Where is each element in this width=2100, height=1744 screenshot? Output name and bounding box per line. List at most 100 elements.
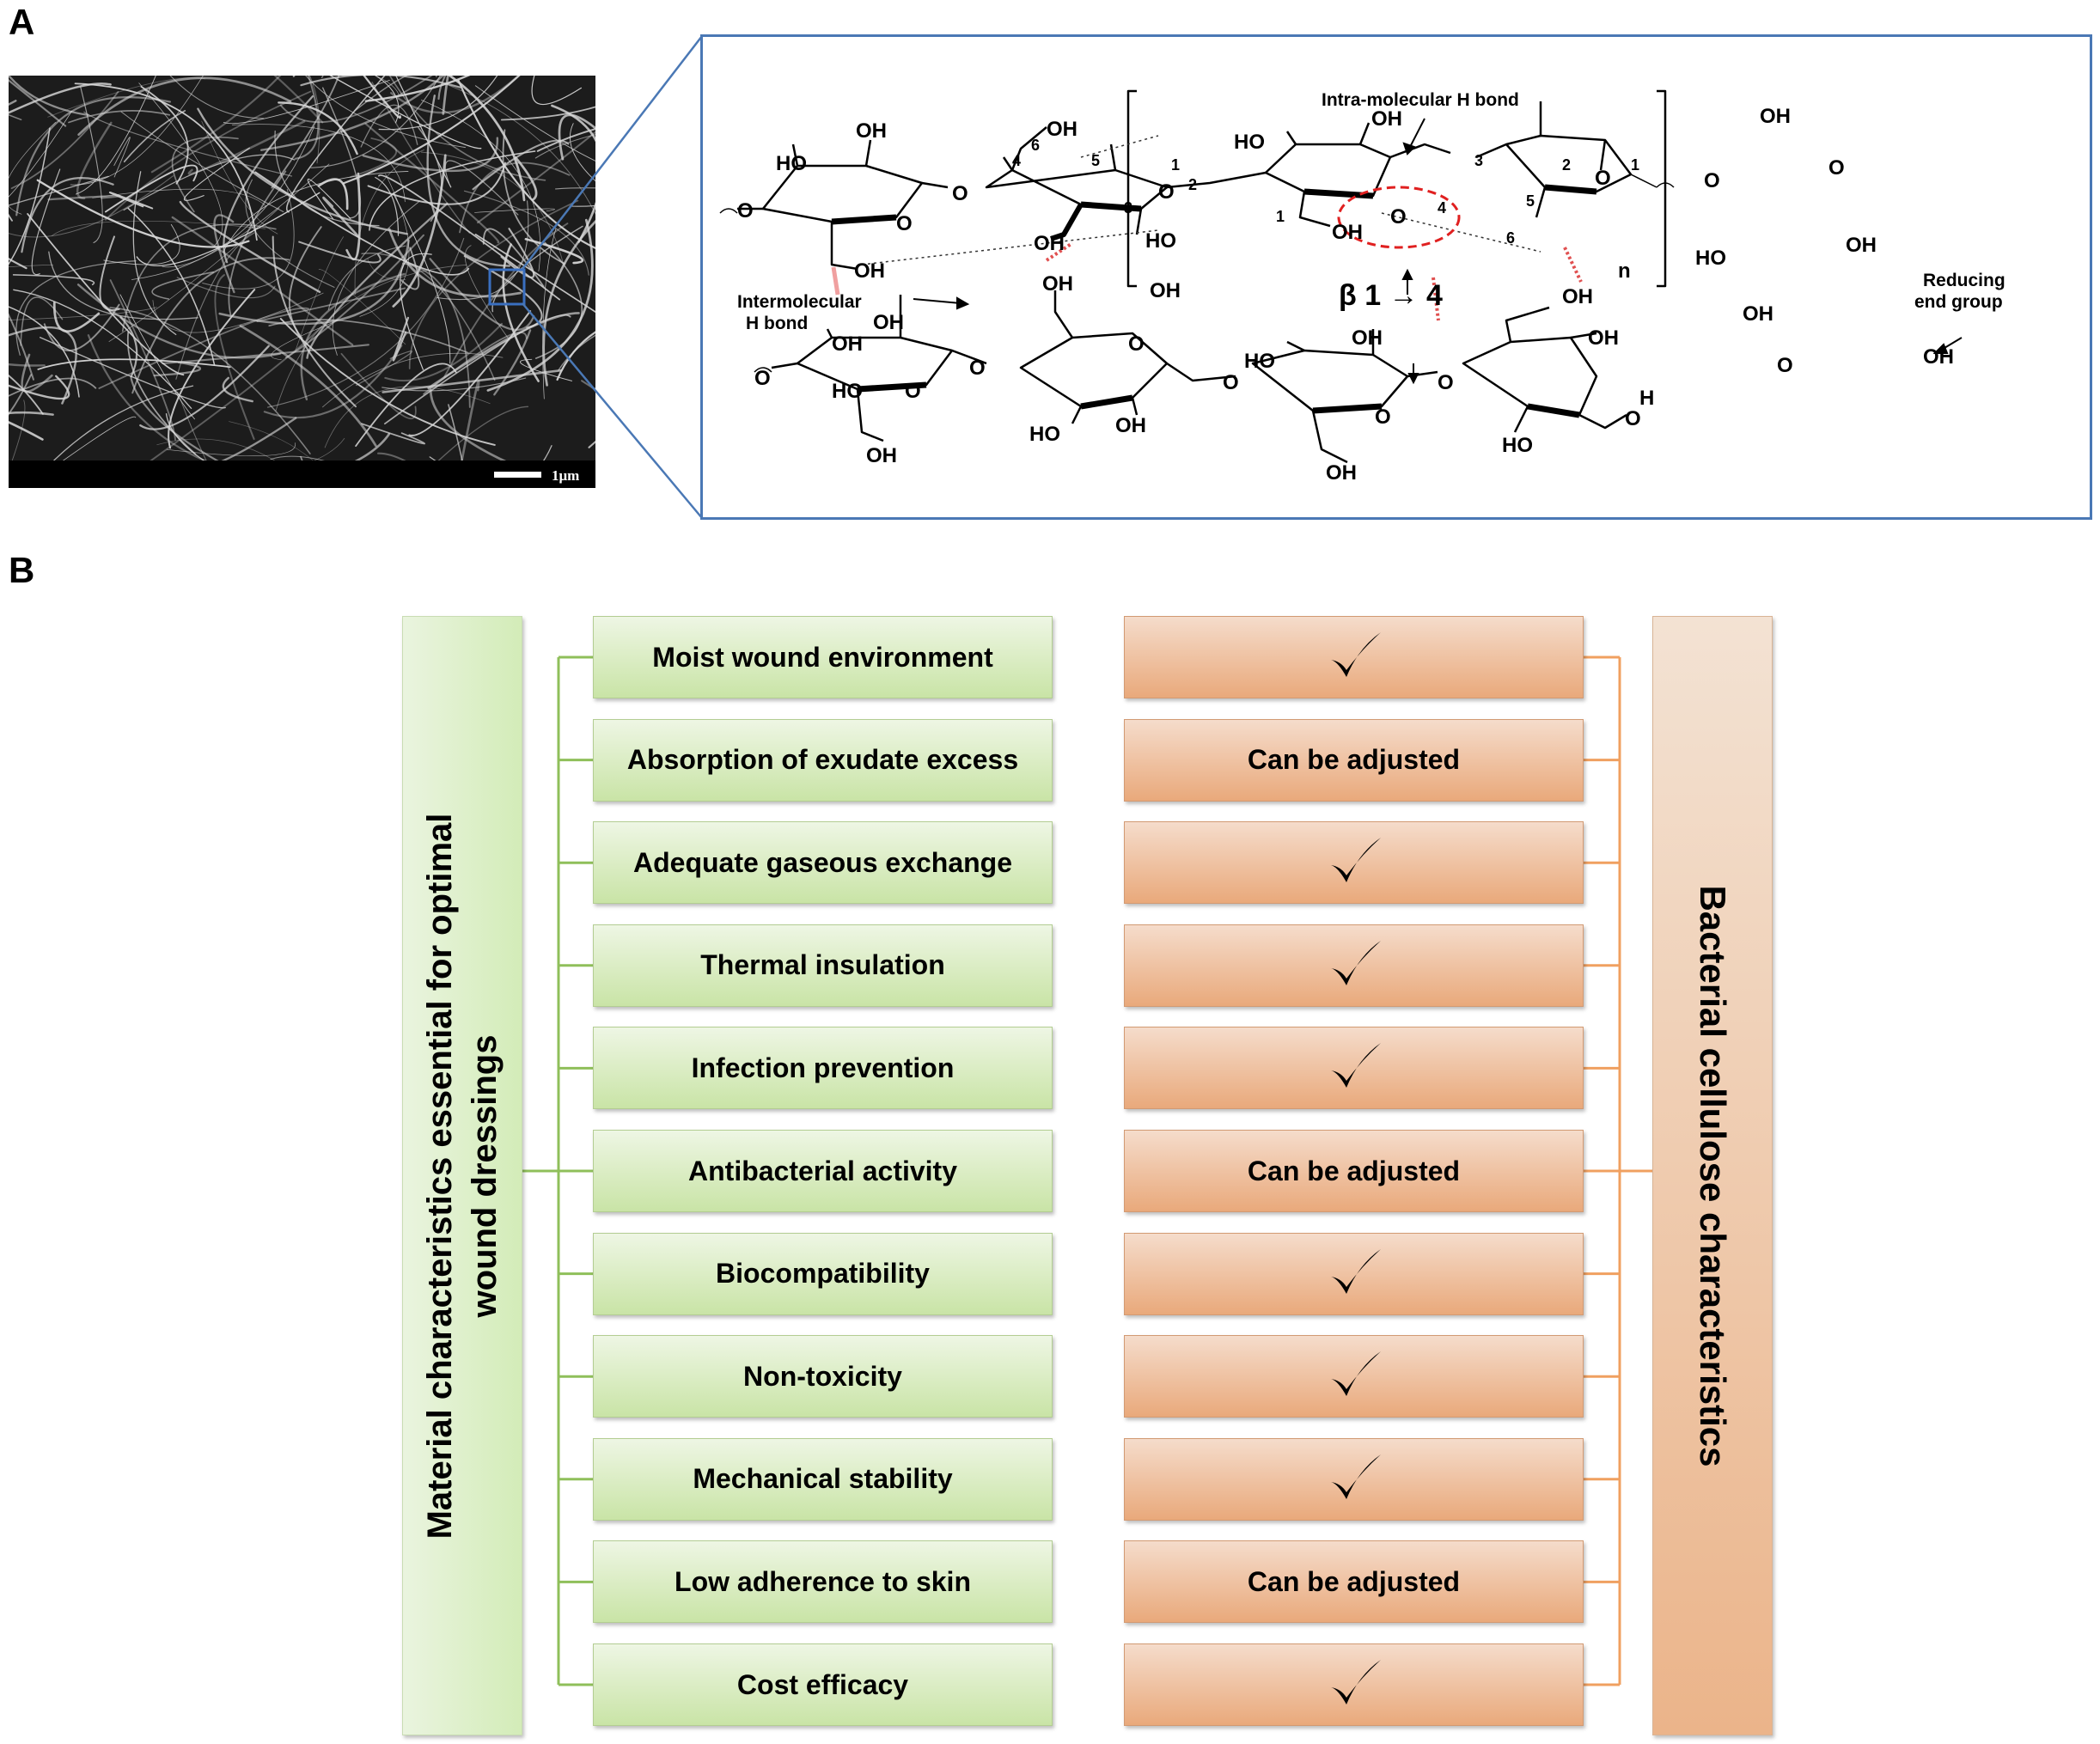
checkmark-icon xyxy=(1330,1660,1381,1704)
carbon-number: 1 xyxy=(1171,156,1180,174)
o-group: O xyxy=(896,212,913,235)
carbon-number: 4 xyxy=(1012,152,1021,169)
oh-group: OH xyxy=(1047,118,1077,141)
carbon-number: 2 xyxy=(1562,156,1571,174)
oh-group: OH xyxy=(854,259,885,283)
characteristic-box: Moist wound environment xyxy=(593,616,1053,698)
left-bar-title-line1: Material characteristics essential for o… xyxy=(421,813,459,1539)
checkmark-icon xyxy=(1330,838,1381,883)
o-group: O xyxy=(952,182,968,205)
o-group: O xyxy=(1390,205,1407,229)
characteristic-box: Absorption of exudate excess xyxy=(593,718,1053,802)
o-group: O xyxy=(969,357,986,380)
checkmark-icon xyxy=(1330,1351,1381,1397)
carbon-number: 6 xyxy=(1031,137,1040,154)
carbon-number: 1 xyxy=(1631,156,1639,174)
inter-hbond-label-line1: Intermolecular xyxy=(737,292,862,312)
o-group: O xyxy=(1128,332,1145,356)
o-group: O xyxy=(1595,167,1611,190)
bc-status-box: Can be adjusted xyxy=(1124,718,1584,802)
sem-scale-label: 1μm xyxy=(552,467,579,484)
bc-status-box xyxy=(1124,1643,1584,1726)
cellulose-structure-panel: Intra-molecular H bond Intermolecular H … xyxy=(700,34,2092,520)
beta-linkage-label: β 1 → 4 xyxy=(1339,279,1443,312)
cellulose-structure-diagram: Intra-molecular H bond Intermolecular H … xyxy=(719,89,2005,485)
oh-group: OH xyxy=(1326,461,1357,485)
carbon-number: 4 xyxy=(1438,199,1446,216)
oh-group: OH xyxy=(1150,279,1181,302)
sem-micrograph: 1μm xyxy=(9,76,595,488)
ho-group: HO xyxy=(1244,350,1275,373)
oh-group: OH xyxy=(1588,326,1619,350)
bc-status-box xyxy=(1124,1027,1584,1110)
ho-group: HO xyxy=(1502,434,1533,457)
carbon-number: 5 xyxy=(1091,152,1100,169)
checkmark-icon xyxy=(1330,1454,1381,1499)
checkmark-icon xyxy=(1330,632,1381,677)
oh-group: OH xyxy=(1846,234,1877,257)
reducing-end-label-line2: end group xyxy=(1914,292,2003,312)
carbon-number: 2 xyxy=(1188,176,1197,193)
oh-group: OH xyxy=(856,119,887,143)
characteristic-box: Thermal insulation xyxy=(593,924,1053,1007)
left-bar-title: Material characteristics essential for o… xyxy=(418,813,507,1539)
bc-status-box xyxy=(1124,616,1584,698)
checkmark-icon xyxy=(1330,1043,1381,1088)
characteristic-box: Biocompatibility xyxy=(593,1232,1053,1315)
oh-group: OH xyxy=(1371,107,1402,131)
ho-group: HO xyxy=(1145,229,1176,253)
zoom-region-marker xyxy=(488,268,526,306)
oh-group: OH xyxy=(866,444,897,467)
checkmark-icon xyxy=(1330,1248,1381,1294)
characteristic-box: Low adherence to skin xyxy=(593,1540,1053,1624)
o-group: O xyxy=(1704,169,1720,192)
characteristic-box: Adequate gaseous exchange xyxy=(593,821,1053,905)
o-group: O xyxy=(905,380,921,403)
ho-group: HO xyxy=(776,152,807,175)
ho-group: HO xyxy=(832,380,863,403)
bc-status-box xyxy=(1124,821,1584,905)
oh-group: OH xyxy=(1034,232,1065,255)
o-group: O xyxy=(754,367,771,390)
bc-status-box xyxy=(1124,924,1584,1007)
ho-group: HO xyxy=(1695,247,1726,270)
characteristic-box: Antibacterial activity xyxy=(593,1130,1053,1212)
carbon-number: 3 xyxy=(1474,152,1483,169)
bc-status-box xyxy=(1124,1437,1584,1521)
oh-group: OH xyxy=(1743,302,1773,326)
o-group: O xyxy=(1375,406,1391,429)
checkmark-icon xyxy=(1330,940,1381,985)
bc-status-box: Can be adjusted xyxy=(1124,1130,1584,1212)
characteristic-box: Cost efficacy xyxy=(593,1643,1053,1726)
o-group: O xyxy=(1158,180,1175,204)
ho-group: HO xyxy=(1234,131,1265,154)
oh-group: OH xyxy=(1042,272,1073,296)
o-group: O xyxy=(1777,354,1793,377)
characteristic-box: Infection prevention xyxy=(593,1027,1053,1110)
intra-hbond-label: Intra-molecular H bond xyxy=(1322,90,1519,110)
oh-group: OH xyxy=(1760,105,1791,128)
panel-b-connectors xyxy=(522,656,1652,1686)
carbon-number: 6 xyxy=(1506,229,1515,247)
o-group: O xyxy=(1625,407,1641,430)
characteristic-box: Mechanical stability xyxy=(593,1437,1053,1521)
bc-status-box xyxy=(1124,1335,1584,1418)
h-group: H xyxy=(1639,387,1654,410)
oh-group: OH xyxy=(1923,345,1954,369)
oh-group: OH xyxy=(1332,221,1363,244)
bacterial-cellulose-bar: Bacterial cellulose characteristics xyxy=(1652,616,1773,1735)
ho-group: HO xyxy=(1029,423,1060,446)
o-group: O xyxy=(1828,156,1845,180)
oh-group: OH xyxy=(1352,326,1383,350)
panel-b-letter: B xyxy=(9,550,35,590)
oh-group: OH xyxy=(873,311,904,334)
left-bar-title-line2: wound dressings xyxy=(466,1034,504,1317)
bc-status-box: Can be adjusted xyxy=(1124,1540,1584,1624)
oh-group: OH xyxy=(832,332,863,356)
bc-status-box xyxy=(1124,1232,1584,1315)
optimal-dressing-characteristics-bar: Material characteristics essential for o… xyxy=(402,616,522,1735)
right-bar-title: Bacterial cellulose characteristics xyxy=(1693,884,1733,1467)
carbon-number: 3 xyxy=(1124,199,1132,216)
panel-a-letter: A xyxy=(9,2,35,42)
o-group: O xyxy=(1438,371,1454,394)
